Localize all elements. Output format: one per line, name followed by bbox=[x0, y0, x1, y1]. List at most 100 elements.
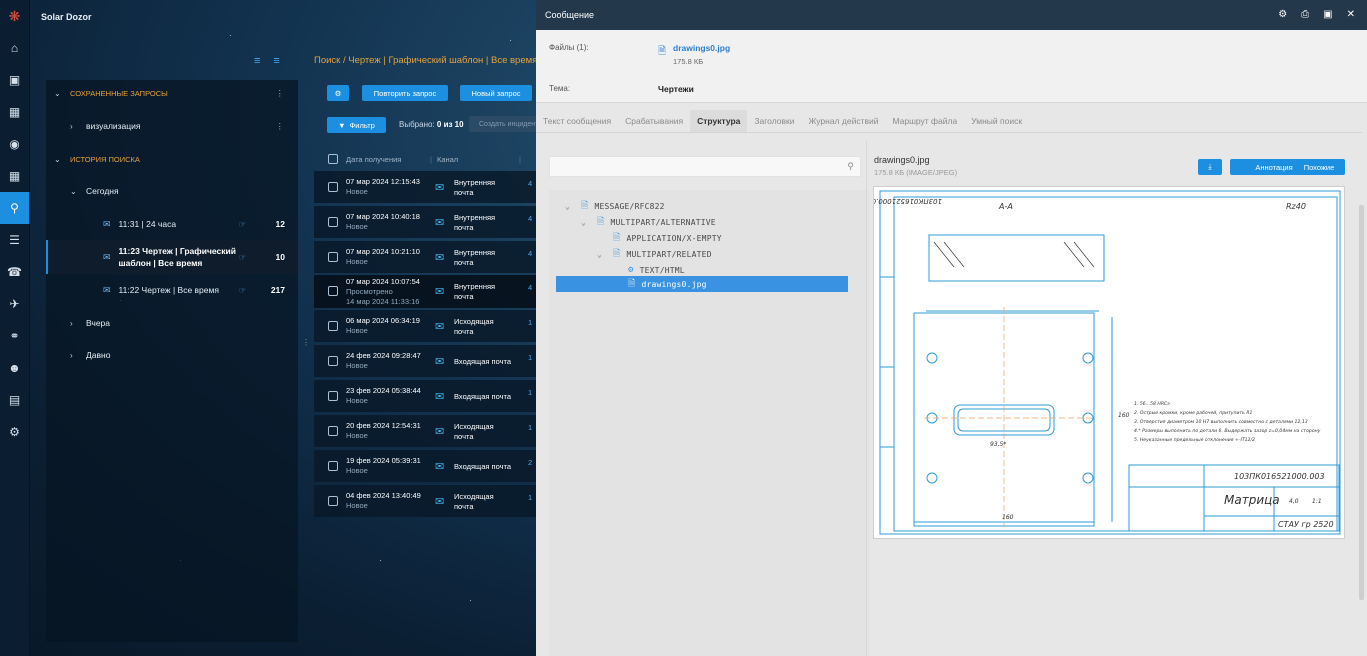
mail-icon: ✉ bbox=[103, 284, 111, 295]
shield-icon[interactable]: ◉ bbox=[9, 137, 20, 151]
expand-all-icon[interactable]: ≡ bbox=[273, 55, 280, 67]
alarm-icon[interactable]: ☎ bbox=[7, 265, 22, 279]
mail-icon: ✉ bbox=[435, 461, 445, 473]
history-entry[interactable]: ✉ 11:22 Чертеж | Все время ☞ 217 bbox=[103, 284, 285, 296]
row-checkbox[interactable] bbox=[328, 321, 338, 331]
tree-node[interactable]: ⌄🗎MULTIPART/RELATED bbox=[597, 246, 712, 262]
svg-text:1. 56...58 HRCэ: 1. 56...58 HRCэ bbox=[1134, 401, 1170, 407]
mail-icon: ✉ bbox=[435, 182, 445, 194]
inbox-icon[interactable]: ▣ bbox=[8, 73, 21, 87]
divider bbox=[536, 132, 1362, 133]
settings-icon[interactable]: ⚙ bbox=[1278, 9, 1288, 20]
tab-triggers[interactable]: Срабатывания bbox=[625, 116, 684, 126]
row-checkbox[interactable] bbox=[328, 217, 338, 227]
splitter-handle[interactable]: ⋮ bbox=[302, 338, 310, 347]
select-all-checkbox[interactable] bbox=[328, 154, 338, 164]
home-icon[interactable]: ⌂ bbox=[10, 41, 19, 55]
saved-query-item[interactable]: › визуализация ⋮ bbox=[70, 120, 285, 132]
more-icon[interactable]: ⋮ bbox=[275, 120, 285, 131]
tree-node[interactable]: ⌄🗎MULTIPART/ALTERNATIVE bbox=[581, 214, 716, 230]
scrollbar[interactable] bbox=[1359, 205, 1364, 600]
tree-node[interactable]: ⚙TEXT/HTML bbox=[628, 265, 685, 275]
history-group-yesterday[interactable]: › Вчера bbox=[70, 318, 110, 328]
tab-structure[interactable]: Структура bbox=[690, 110, 748, 132]
gear-icon[interactable]: ⚙ bbox=[9, 425, 20, 439]
row-checkbox[interactable] bbox=[328, 286, 338, 296]
tab-headers[interactable]: Заголовки bbox=[754, 116, 795, 126]
history-group-today[interactable]: ⌄ Сегодня bbox=[70, 186, 119, 196]
row-checkbox[interactable] bbox=[328, 496, 338, 506]
collapse-all-icon[interactable]: ≡ bbox=[254, 55, 261, 67]
search-icon[interactable]: ⚲ bbox=[0, 192, 29, 224]
image-file-icon: 🗎 bbox=[628, 279, 636, 289]
row-checkbox[interactable] bbox=[328, 252, 338, 262]
print-icon[interactable]: ⎙ bbox=[1301, 9, 1310, 20]
download-button[interactable]: ⤓ bbox=[1198, 159, 1222, 175]
row-checkbox[interactable] bbox=[328, 391, 338, 401]
tree-node[interactable]: ⌄🗎MESSAGE/RFC822 bbox=[565, 198, 665, 214]
plane-icon[interactable]: ✈ bbox=[9, 297, 20, 311]
binoculars-icon[interactable]: ⚭ bbox=[9, 329, 20, 343]
filter-icon: ▼ bbox=[338, 120, 346, 130]
close-icon[interactable]: ✕ bbox=[1346, 9, 1355, 20]
mail-icon: ✉ bbox=[435, 356, 445, 368]
calendar-icon[interactable]: ▦ bbox=[8, 169, 21, 183]
svg-text:СТАУ гр 2520: СТАУ гр 2520 bbox=[1278, 520, 1334, 529]
filter-button[interactable]: ▼Фильтр bbox=[327, 117, 386, 133]
subject-label: Тема: bbox=[549, 84, 571, 93]
history-group-long-ago[interactable]: › Давно bbox=[70, 350, 111, 360]
book-icon[interactable]: ▤ bbox=[8, 393, 21, 407]
row-checkbox[interactable] bbox=[328, 461, 338, 471]
dialog-title: Сообщение bbox=[545, 10, 594, 20]
breadcrumb: Поиск / Чертеж | Графический шаблон | Вс… bbox=[314, 55, 538, 66]
tab-action-log[interactable]: Журнал действий bbox=[808, 116, 879, 126]
mail-icon: ✉ bbox=[435, 252, 445, 264]
tree-node-selected[interactable]: 🗎drawings0.jpg bbox=[556, 276, 848, 292]
svg-text:1:1: 1:1 bbox=[1312, 498, 1322, 505]
chevron-down-icon: ⌄ bbox=[581, 217, 587, 227]
row-checkbox[interactable] bbox=[328, 426, 338, 436]
svg-text:103ПК016521000.003: 103ПК016521000.003 bbox=[874, 197, 942, 205]
maximize-icon[interactable]: ▣ bbox=[1323, 9, 1333, 20]
tab-smart-search[interactable]: Умный поиск bbox=[971, 116, 1023, 126]
repeat-query-button[interactable]: Повторить запрос bbox=[362, 85, 448, 101]
chevron-down-icon: ⌄ bbox=[54, 88, 61, 98]
svg-text:2. Острые кромки, кроме рабоче: 2. Острые кромки, кроме рабочей, притупи… bbox=[1134, 410, 1253, 416]
preview-file-info: 175.8 КБ (IMAGE/JPEG) bbox=[874, 168, 958, 177]
create-incident-button[interactable]: Создать инцидент bbox=[469, 116, 539, 132]
mail-icon: ✉ bbox=[435, 321, 445, 333]
tab-message-text[interactable]: Текст сообщения bbox=[543, 116, 612, 126]
saved-queries-header[interactable]: ⌄ СОХРАНЕННЫЕ ЗАПРОСЫ ⋮ bbox=[54, 87, 285, 98]
file-icon: 🗎 bbox=[613, 249, 621, 259]
download-icon: ⤓ bbox=[1208, 162, 1212, 171]
more-icon[interactable]: ⋮ bbox=[275, 87, 285, 98]
tab-file-route[interactable]: Маршрут файла bbox=[892, 116, 958, 126]
hand-icon: ☞ bbox=[238, 219, 246, 229]
svg-text:103ПК016521000.003: 103ПК016521000.003 bbox=[1234, 472, 1325, 481]
splitter[interactable] bbox=[866, 140, 867, 656]
row-checkbox[interactable] bbox=[328, 356, 338, 366]
settings-button[interactable]: ⚙ bbox=[327, 85, 349, 101]
structure-search-input[interactable]: ⚲ bbox=[549, 156, 861, 177]
similar-button[interactable]: Похожие bbox=[1293, 159, 1345, 175]
history-entry[interactable]: ✉ 11:31 | 24 часа ☞ 12 bbox=[103, 218, 285, 230]
attachment-link[interactable]: drawings0.jpg bbox=[673, 43, 731, 53]
row-checkbox[interactable] bbox=[328, 182, 338, 192]
id-card-icon[interactable]: ▦ bbox=[8, 105, 21, 119]
history-header[interactable]: ⌄ ИСТОРИЯ ПОИСКА bbox=[54, 154, 140, 164]
users-icon[interactable]: ☻ bbox=[8, 361, 21, 375]
list-icon[interactable]: ☰ bbox=[9, 233, 20, 247]
tree-node[interactable]: 🗎APPLICATION/X-EMPTY bbox=[613, 230, 722, 246]
new-query-button[interactable]: Новый запрос bbox=[460, 85, 532, 101]
